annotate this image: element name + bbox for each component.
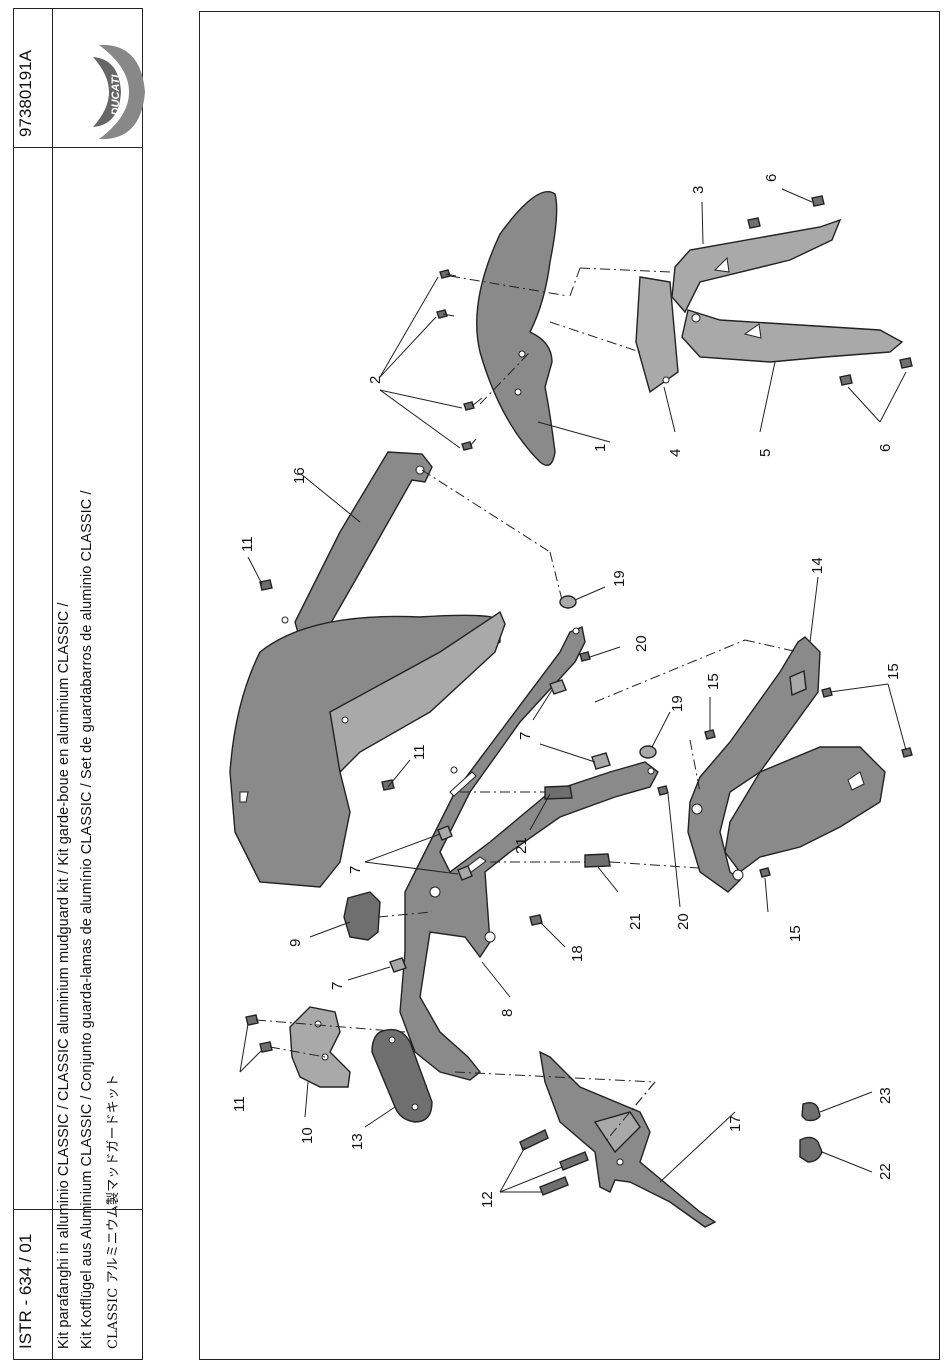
callout-7-a: 7 <box>517 732 534 740</box>
callout-19-a: 19 <box>611 570 628 587</box>
callout-21-a: 21 <box>513 837 530 854</box>
callout-6-bottom: 6 <box>877 444 894 452</box>
callout-16: 16 <box>291 467 308 484</box>
part-23-cap <box>801 1101 821 1122</box>
callout-22: 22 <box>877 1163 894 1180</box>
part-2-screws <box>436 269 483 451</box>
part-12-screw-a <box>519 1129 549 1151</box>
callout-11-bottom: 11 <box>231 1096 248 1112</box>
part-9-rubber-block <box>343 891 381 941</box>
part-10-bracket <box>289 1006 351 1088</box>
title-line-2: Kit Kotflügel aus Aluminium CLASSIC / Co… <box>79 490 95 1349</box>
callout-3: 3 <box>690 186 707 194</box>
title-line-1: Kit parafanghi in alluminio CLASSIC / CL… <box>56 602 72 1349</box>
callout-10: 10 <box>299 1127 316 1144</box>
part-6-screw-1 <box>747 217 761 229</box>
callout-5: 5 <box>757 449 774 457</box>
part-7-clip-b <box>591 752 611 770</box>
part-15-screw-b <box>821 687 833 698</box>
part-13-oval-plate <box>371 1028 433 1123</box>
callout-13: 13 <box>349 1133 366 1150</box>
part-7-clip-c <box>437 825 453 841</box>
part-7-clip-a <box>549 679 567 695</box>
part-5-bracket <box>681 309 904 363</box>
callout-21-b: 21 <box>627 913 644 930</box>
callout-20-b: 20 <box>675 913 692 930</box>
part-6-screw-2 <box>811 195 825 207</box>
part-7-clip-d <box>457 865 473 881</box>
part-12-screw-b <box>559 1151 589 1171</box>
callout-19-b: 19 <box>669 695 686 712</box>
callout-8: 8 <box>499 1009 516 1017</box>
part-3-bracket <box>671 218 842 314</box>
callout-15-a: 15 <box>705 673 722 690</box>
doc-code: ISTR - 634 / 01 <box>16 1233 35 1349</box>
title-divider-bottom <box>14 1209 142 1210</box>
callout-11-top: 11 <box>239 536 256 552</box>
callout-7-c: 7 <box>329 982 346 990</box>
callout-1: 1 <box>592 444 609 452</box>
part-15-screw-c <box>901 747 913 758</box>
callout-23: 23 <box>877 1087 894 1104</box>
part-14-cover <box>687 636 821 893</box>
callout-6-top: 6 <box>763 174 780 182</box>
callout-14: 14 <box>809 557 826 574</box>
part-19-washer-b <box>639 745 657 759</box>
callout-9: 9 <box>287 939 304 947</box>
part-11-screw-top <box>259 579 273 591</box>
callout-11-mid: 11 <box>411 744 428 760</box>
callout-18: 18 <box>569 945 586 962</box>
title-line-3: CLASSIC アルミニウム製マッドガードキット <box>106 1073 121 1349</box>
part-20-screw-b <box>657 785 669 796</box>
part-6-screw-4 <box>899 357 913 369</box>
part-16-stay <box>294 451 433 643</box>
diagram-frame: 1 2 3 4 5 6 6 7 7 7 8 9 10 11 11 11 12 1… <box>199 11 940 1360</box>
part-4-plate <box>635 276 679 394</box>
part-7-clip-e <box>389 957 407 973</box>
part-1-rear-fender <box>476 191 558 466</box>
part-21-bolt-a <box>544 785 573 800</box>
title-divider-top <box>14 147 142 148</box>
part-14-cover-lower <box>724 746 886 873</box>
callout-4: 4 <box>667 449 684 457</box>
logo-text: DUCATI <box>110 74 122 116</box>
part-11-screw-mid <box>381 779 395 791</box>
part-12-screw-c <box>539 1176 569 1196</box>
part-15-screw-a <box>704 729 716 740</box>
callout-12: 12 <box>479 1191 496 1208</box>
title-block: ISTR - 634 / 01 97380191A Kit parafanghi… <box>13 8 145 1360</box>
part-8-bracket-frame <box>399 626 659 1081</box>
callout-17: 17 <box>727 1115 744 1132</box>
part-20-screw-a <box>579 651 591 662</box>
part-22-cap <box>799 1136 823 1163</box>
part-6-screw-3 <box>839 374 853 386</box>
title-divider-vertical <box>52 9 53 1359</box>
part-15-screw-d <box>759 867 771 878</box>
part-11-screw-b1 <box>245 1014 259 1026</box>
part-18-screw <box>529 914 543 926</box>
part-number: 97380191A <box>16 50 35 137</box>
part-19-washer-a <box>559 595 577 609</box>
callout-15-c: 15 <box>787 925 804 942</box>
callout-20-a: 20 <box>633 635 650 652</box>
callout-7-b: 7 <box>347 866 364 874</box>
ducati-logo: DUCATI <box>93 44 145 140</box>
callout-15-b: 15 <box>885 663 902 680</box>
exploded-diagram: 1 2 3 4 5 6 6 7 7 7 8 9 10 11 11 11 12 1… <box>229 174 913 1228</box>
part-21-bolt-b <box>584 853 611 868</box>
callout-2: 2 <box>367 376 384 384</box>
part-11-screw-b2 <box>259 1041 273 1053</box>
